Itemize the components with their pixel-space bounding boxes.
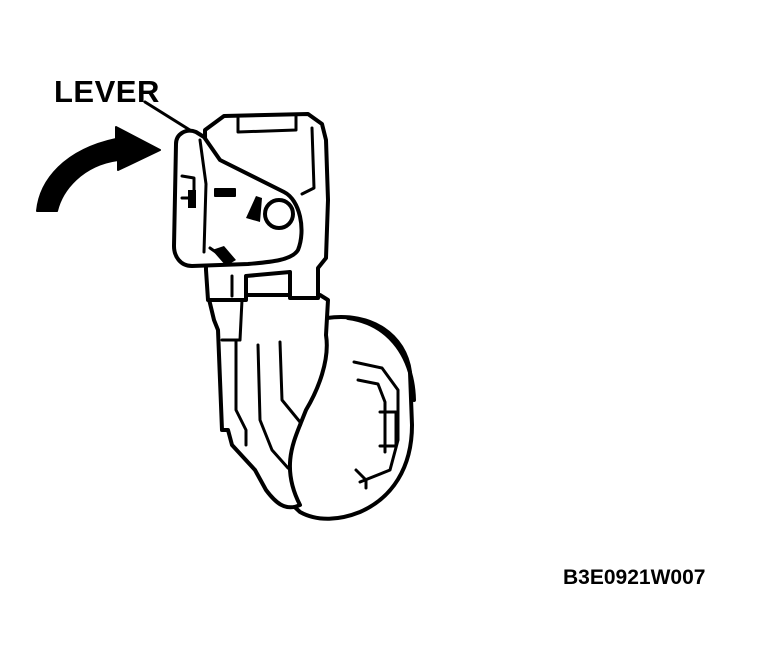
reel-inner-ring — [352, 360, 400, 484]
column-ridge-right — [278, 340, 302, 424]
reel-rim — [346, 316, 416, 402]
column-ridge-left — [234, 338, 248, 447]
lever-label: LEVER — [54, 74, 160, 109]
column-step — [220, 298, 244, 342]
reel-inner-ring-2 — [356, 378, 387, 454]
lever-latch — [212, 246, 236, 266]
lever-inner-outline — [198, 138, 208, 254]
lever-details — [188, 188, 262, 266]
connector-right-edge — [300, 126, 316, 196]
figure-code: B3E0921W007 — [563, 566, 706, 589]
lever-tab — [188, 190, 196, 208]
curved-arrow-icon — [36, 126, 161, 212]
component-body — [172, 112, 416, 521]
connector-top-ridge — [236, 114, 298, 134]
reel-edge — [354, 468, 368, 490]
leader-line — [143, 100, 195, 134]
reel-slot — [378, 410, 398, 448]
body-column — [206, 293, 330, 510]
column-ridge-mid — [256, 343, 290, 470]
lever-wedge — [246, 196, 262, 222]
lever-pivot — [263, 198, 295, 230]
lever-slot — [214, 188, 236, 197]
